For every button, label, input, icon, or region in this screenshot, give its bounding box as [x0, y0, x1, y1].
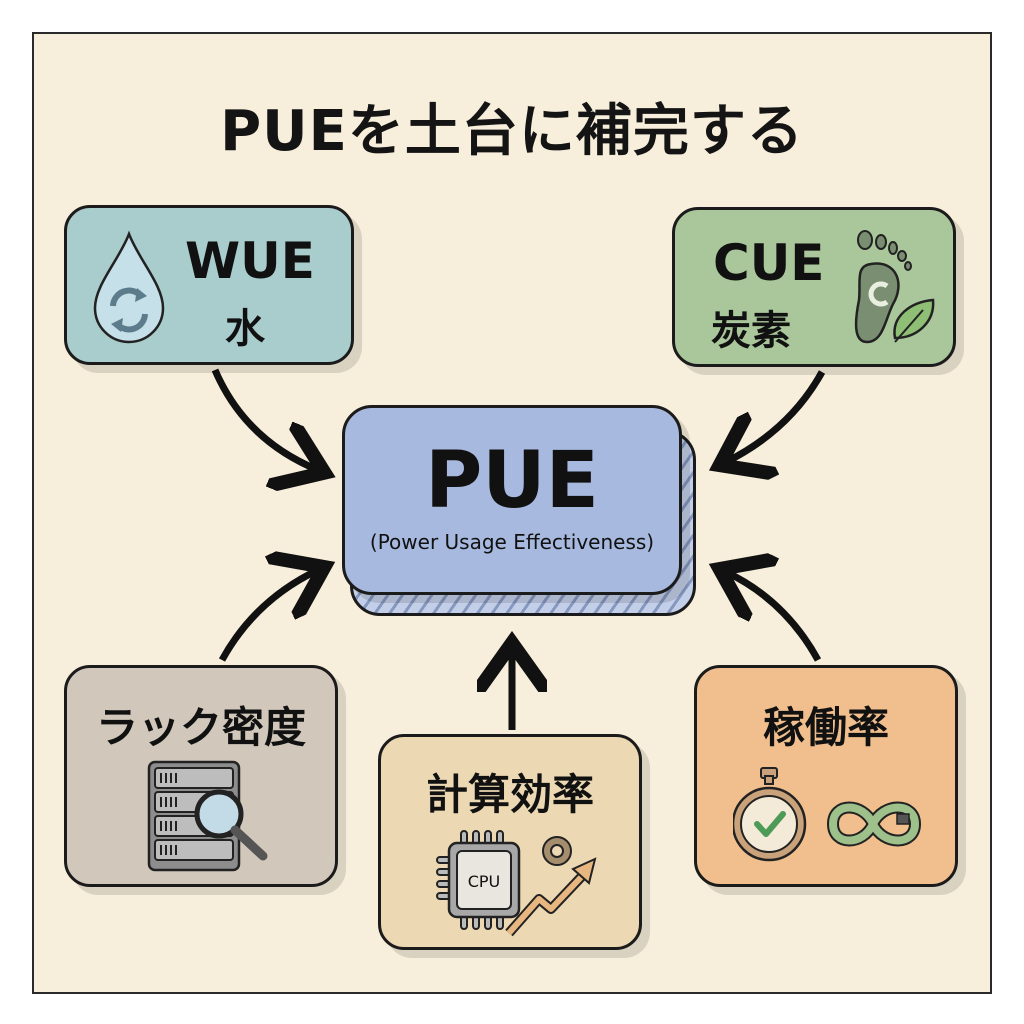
uptime-label: 稼働率	[762, 703, 889, 752]
uptime-card: 稼働率	[694, 665, 958, 887]
arrow-uptime-to-pue	[726, 572, 822, 662]
rack-density-label: ラック密度	[95, 703, 306, 752]
cpu-gear-growth-icon: CPU	[436, 830, 597, 937]
cue-card: CUE 炭素	[672, 207, 956, 367]
water-drop-recycle-icon	[93, 230, 165, 344]
rack-density-card: ラック密度	[64, 665, 338, 887]
server-rack-magnifier-icon	[147, 760, 268, 872]
wue-card: WUE 水	[64, 205, 354, 365]
carbon-footprint-leaf-icon	[854, 230, 935, 344]
diagram-title: PUEを土台に補完する	[220, 99, 804, 164]
pue-subtitle: (Power Usage Effectiveness)	[369, 530, 655, 554]
cue-label: CUE	[713, 234, 825, 292]
cue-sublabel: 炭素	[711, 308, 791, 354]
cpu-text: CPU	[468, 872, 501, 891]
compute-efficiency-label: 計算効率	[425, 770, 594, 819]
pue-label: PUE	[425, 436, 599, 526]
wue-label: WUE	[185, 232, 315, 290]
arrow-wue-to-pue	[211, 368, 318, 470]
arrow-rack-to-pue	[218, 570, 318, 662]
wue-sublabel: 水	[225, 306, 265, 352]
stopwatch-check-infinity-plug-icon	[733, 767, 922, 862]
pue-center-card: PUE (Power Usage Effectiveness)	[342, 405, 682, 595]
compute-efficiency-card: 計算効率 CPU	[378, 734, 642, 950]
arrow-cue-to-pue	[726, 370, 826, 462]
